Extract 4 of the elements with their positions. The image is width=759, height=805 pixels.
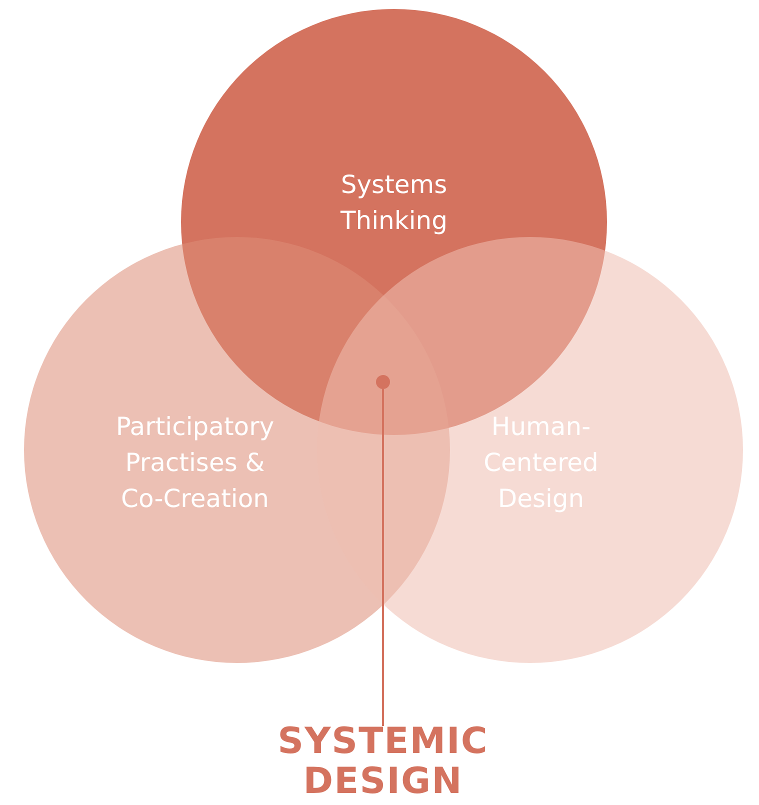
center-label: SYSTEMIC DESIGN — [233, 722, 533, 802]
circle-label: Participatory Practises & Co-Creation — [114, 411, 276, 515]
circle-label: Systems Thinking — [339, 169, 449, 237]
leader-line — [382, 389, 384, 726]
